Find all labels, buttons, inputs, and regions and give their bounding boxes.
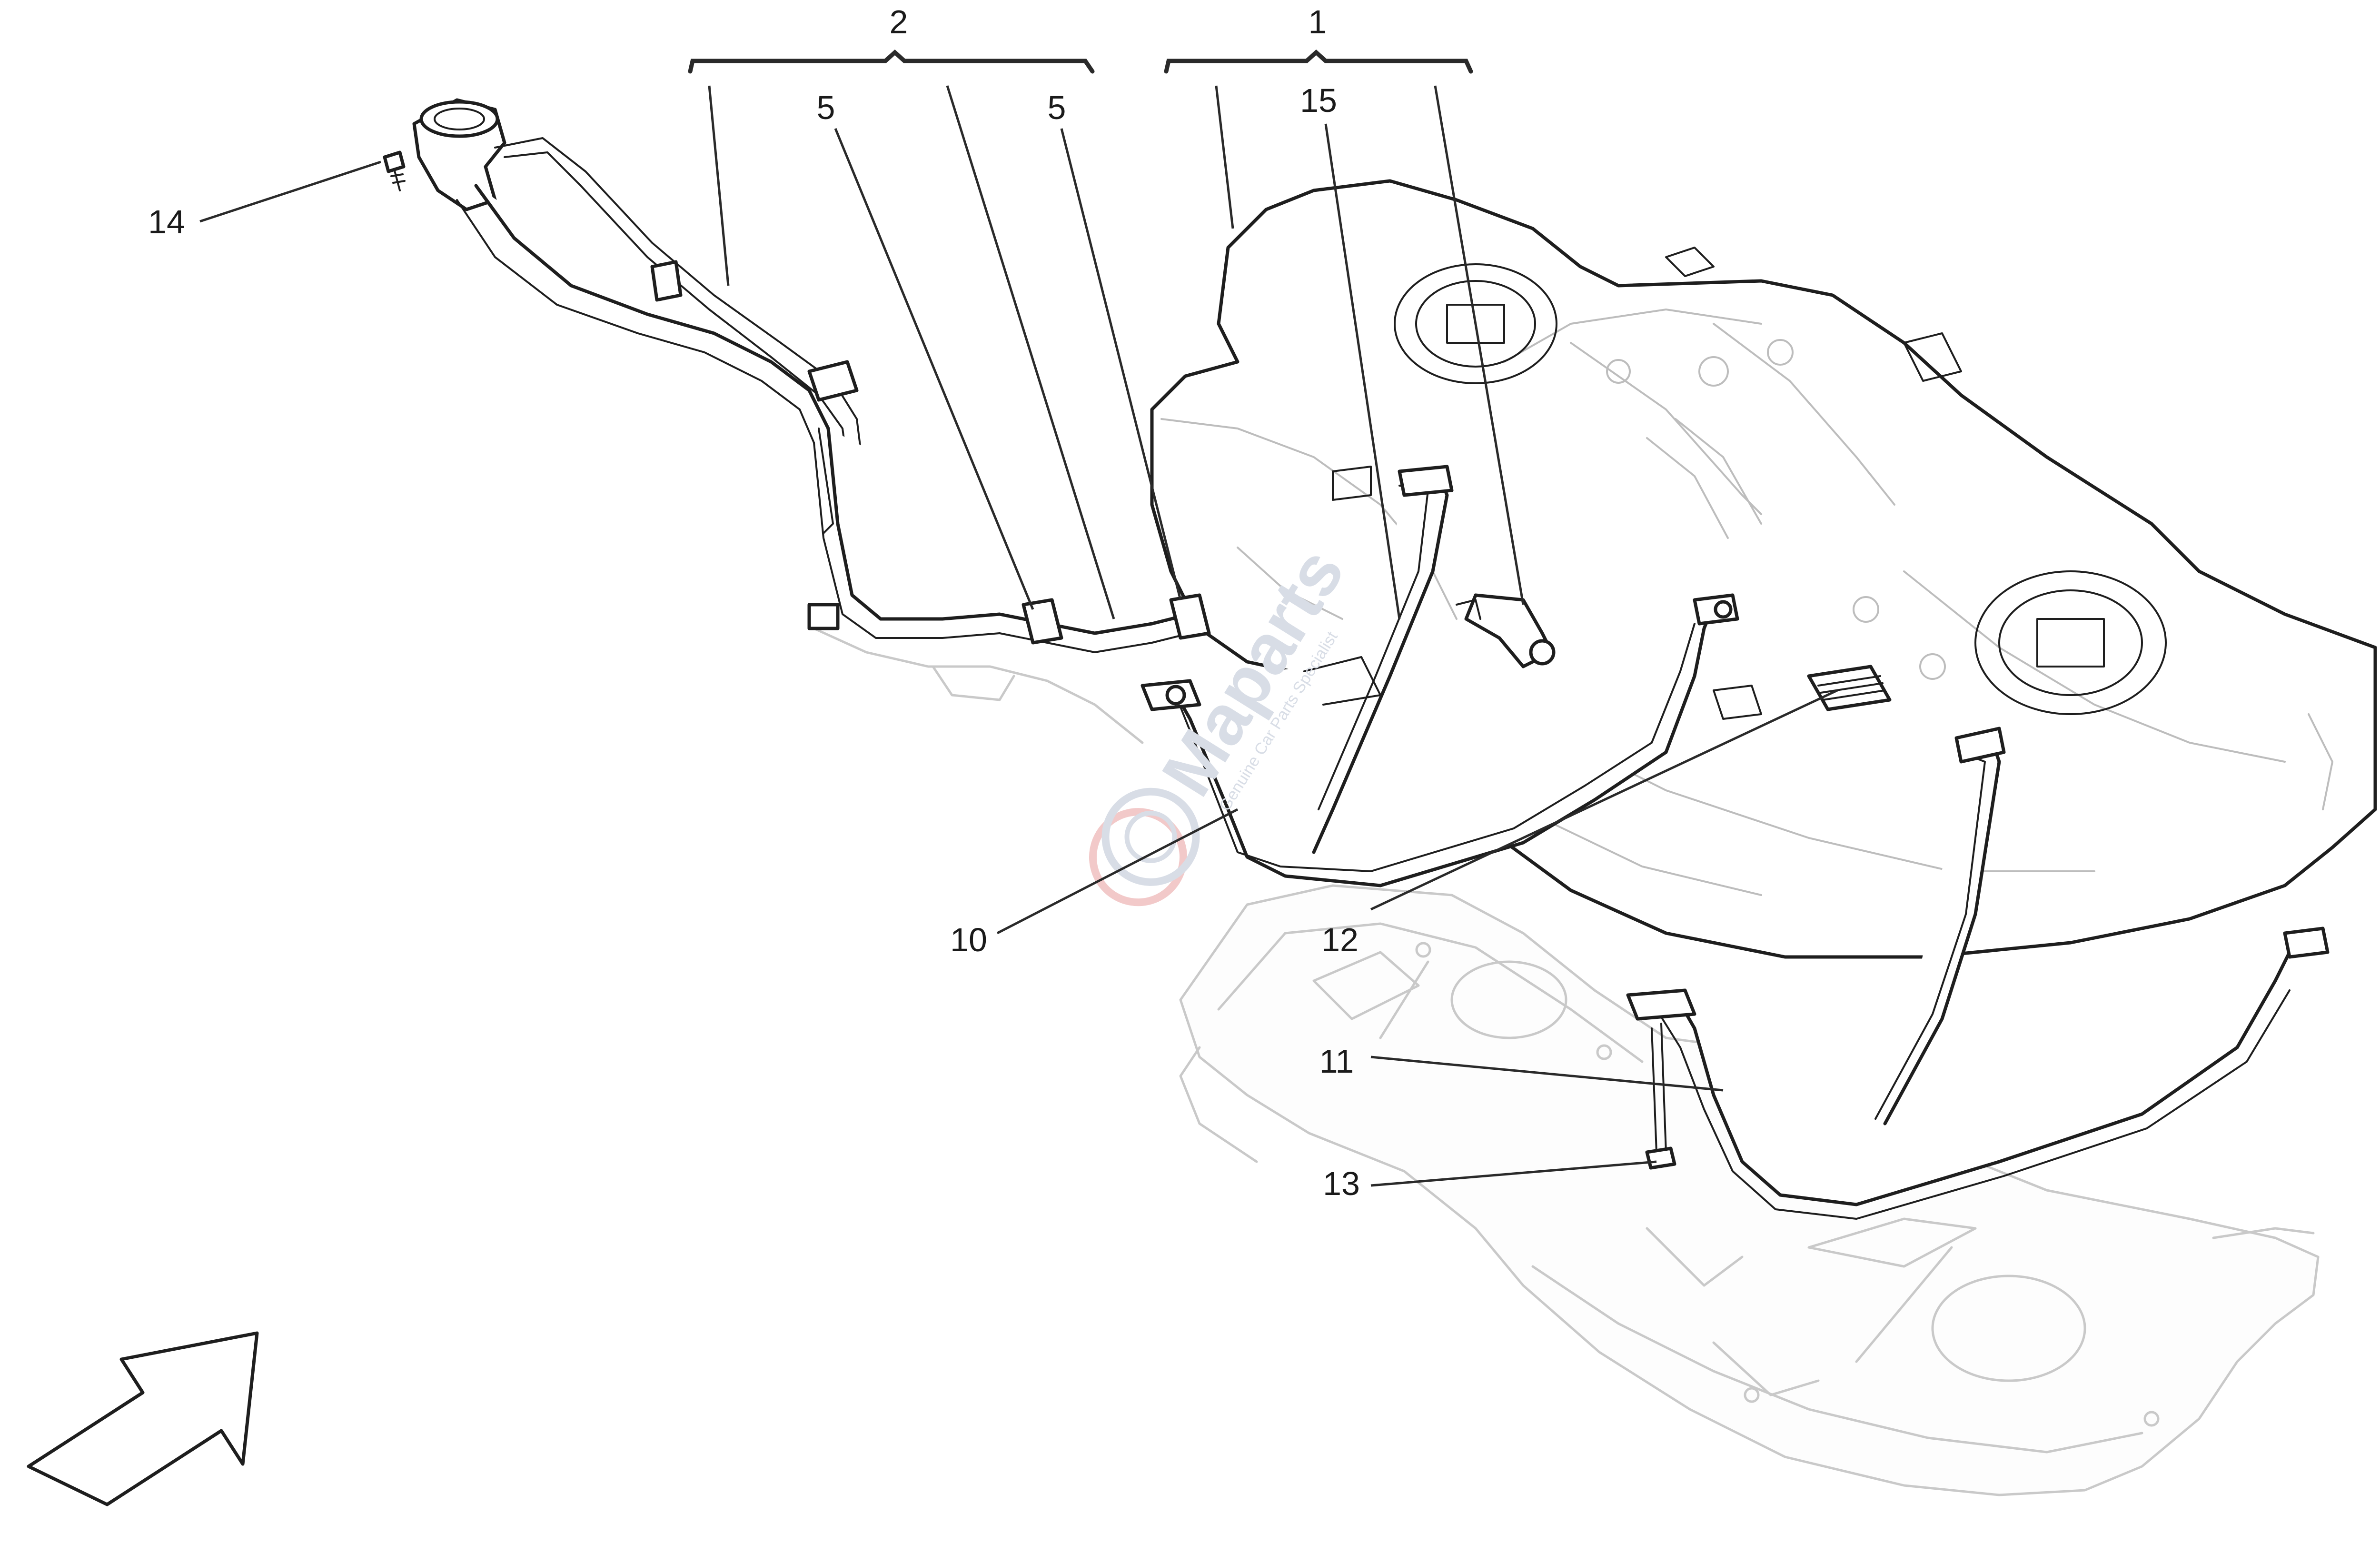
callout-5-left: 5	[817, 89, 835, 126]
screw-part-14	[383, 150, 406, 191]
callout-5-right: 5	[1048, 89, 1066, 126]
bracket-part-1	[1164, 49, 1473, 74]
callout-14: 14	[148, 203, 185, 240]
callout-11: 11	[1319, 1043, 1354, 1080]
tank-strap-rear	[1626, 727, 2330, 1220]
tank-strap-upper	[1303, 465, 1454, 854]
callout-13: 13	[1323, 1165, 1360, 1202]
filler-pipe-assembly	[412, 98, 1211, 653]
orientation-arrow-icon	[27, 1331, 259, 1506]
tank-strap-front	[1140, 593, 1739, 887]
callout-10: 10	[950, 921, 987, 958]
callout-2: 2	[890, 3, 908, 40]
callout-1: 1	[1309, 3, 1327, 40]
bracket-part-2	[688, 49, 1095, 74]
filler-pipe-ghost-lower	[813, 627, 1144, 744]
callout-12: 12	[1321, 921, 1359, 958]
fuel-sensor-part-15	[1456, 593, 1556, 668]
underbody-floor-ghost	[1179, 884, 2320, 1496]
leader-lines	[199, 85, 1838, 1187]
callout-15: 15	[1300, 82, 1337, 119]
